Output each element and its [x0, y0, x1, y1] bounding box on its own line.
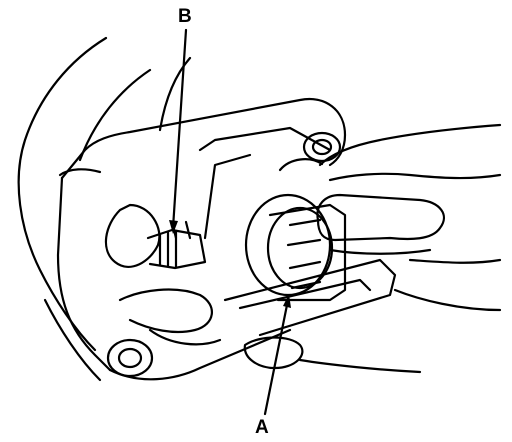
left-hand	[17, 36, 222, 382]
leader-lines	[169, 28, 291, 416]
pinion-gear	[244, 193, 347, 302]
right-hand	[243, 123, 502, 374]
leader-b	[171, 28, 188, 230]
leader-a	[263, 298, 290, 416]
shaft-clip	[146, 220, 207, 270]
callout-label-a: A	[255, 417, 269, 438]
callout-label-b: B	[178, 6, 192, 27]
